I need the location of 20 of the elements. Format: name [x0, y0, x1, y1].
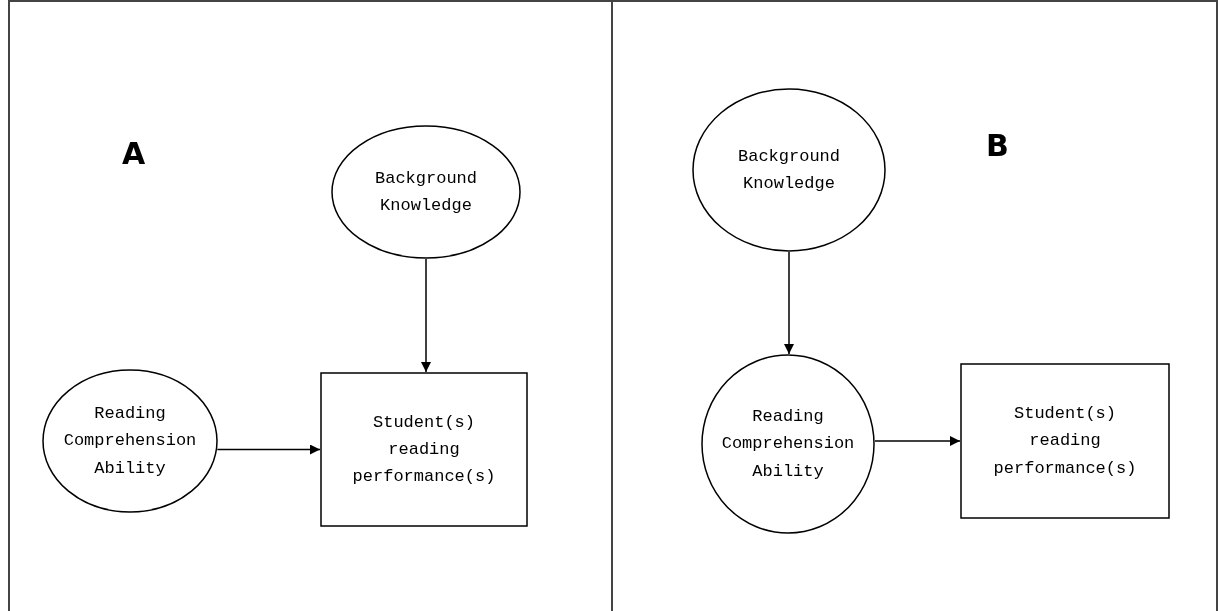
node-label: Reading Comprehension Ability [62, 403, 198, 480]
node-label: Background Knowledge [374, 167, 478, 217]
node-label: Reading Comprehension Ability [720, 406, 856, 483]
outcome-box [960, 363, 1170, 519]
concept-ellipse [42, 369, 218, 513]
concept-ellipse [692, 88, 886, 252]
panel [611, 0, 1218, 611]
panel-label: A [122, 136, 146, 171]
arrow [216, 444, 321, 455]
arrow [421, 258, 431, 373]
node-label: Student(s) reading performance(s) [992, 403, 1138, 480]
arrow [874, 436, 961, 446]
outcome-box [320, 372, 528, 527]
node-label: Student(s) reading performance(s) [351, 411, 497, 489]
panel-label: B [986, 128, 1009, 163]
node-label: Background Knowledge [737, 145, 841, 195]
arrow [784, 251, 794, 355]
concept-ellipse [331, 125, 521, 259]
panel [8, 0, 613, 611]
concept-ellipse [701, 354, 875, 534]
